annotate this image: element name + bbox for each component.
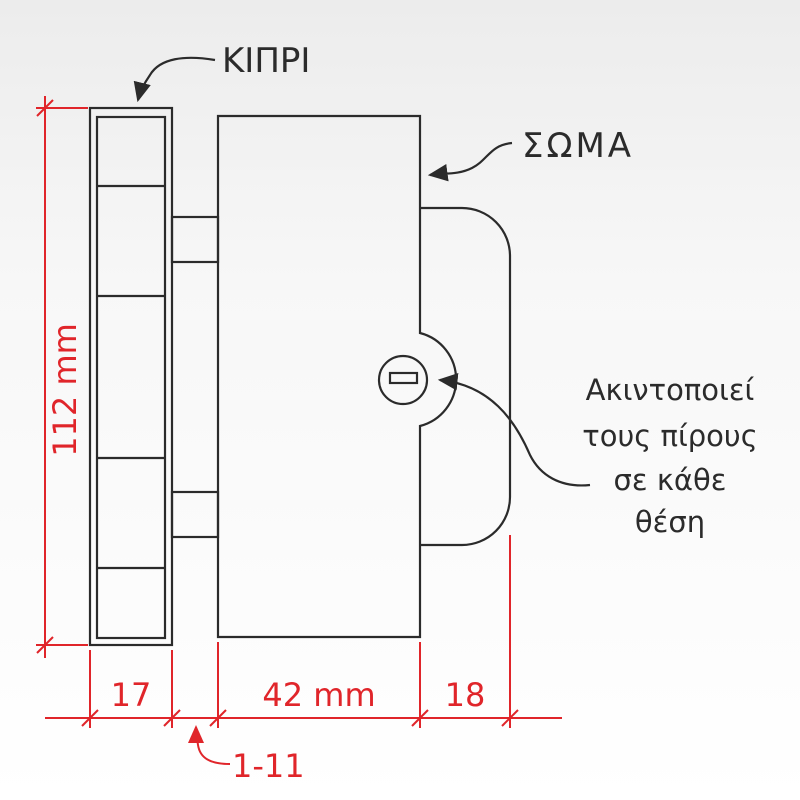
strike-plate-arrow (133, 56, 216, 103)
height-dimension: 112 mm (36, 96, 88, 658)
gap-label: 1-11 (232, 747, 305, 785)
body-width-label: 42 mm (262, 676, 375, 714)
strike-plate-label: ΚΙΠΡΙ (222, 41, 310, 81)
note-line-2: τους πίρους (582, 419, 757, 453)
note-line-1: Ακιντοποιεί (586, 373, 755, 407)
bolt (420, 206, 512, 547)
body-label: ΣΩΜΑ (522, 126, 634, 166)
pins (170, 215, 220, 539)
lock-body (216, 114, 458, 639)
note-line-3: σε κάθε (614, 463, 727, 497)
strike-width-label: 17 (111, 676, 152, 714)
strike-plate (88, 106, 174, 647)
key-cylinder-icon (377, 354, 429, 406)
width-dimensions: 17 42 mm 18 1-11 (45, 535, 562, 785)
height-label: 112 mm (46, 323, 84, 457)
bolt-projection-label: 18 (445, 676, 486, 714)
note-text: Ακιντοποιεί τους πίρους σε κάθε θέση (582, 373, 757, 539)
body-arrow (427, 141, 513, 182)
note-line-4: θέση (635, 505, 705, 539)
note-arrow (437, 373, 591, 487)
